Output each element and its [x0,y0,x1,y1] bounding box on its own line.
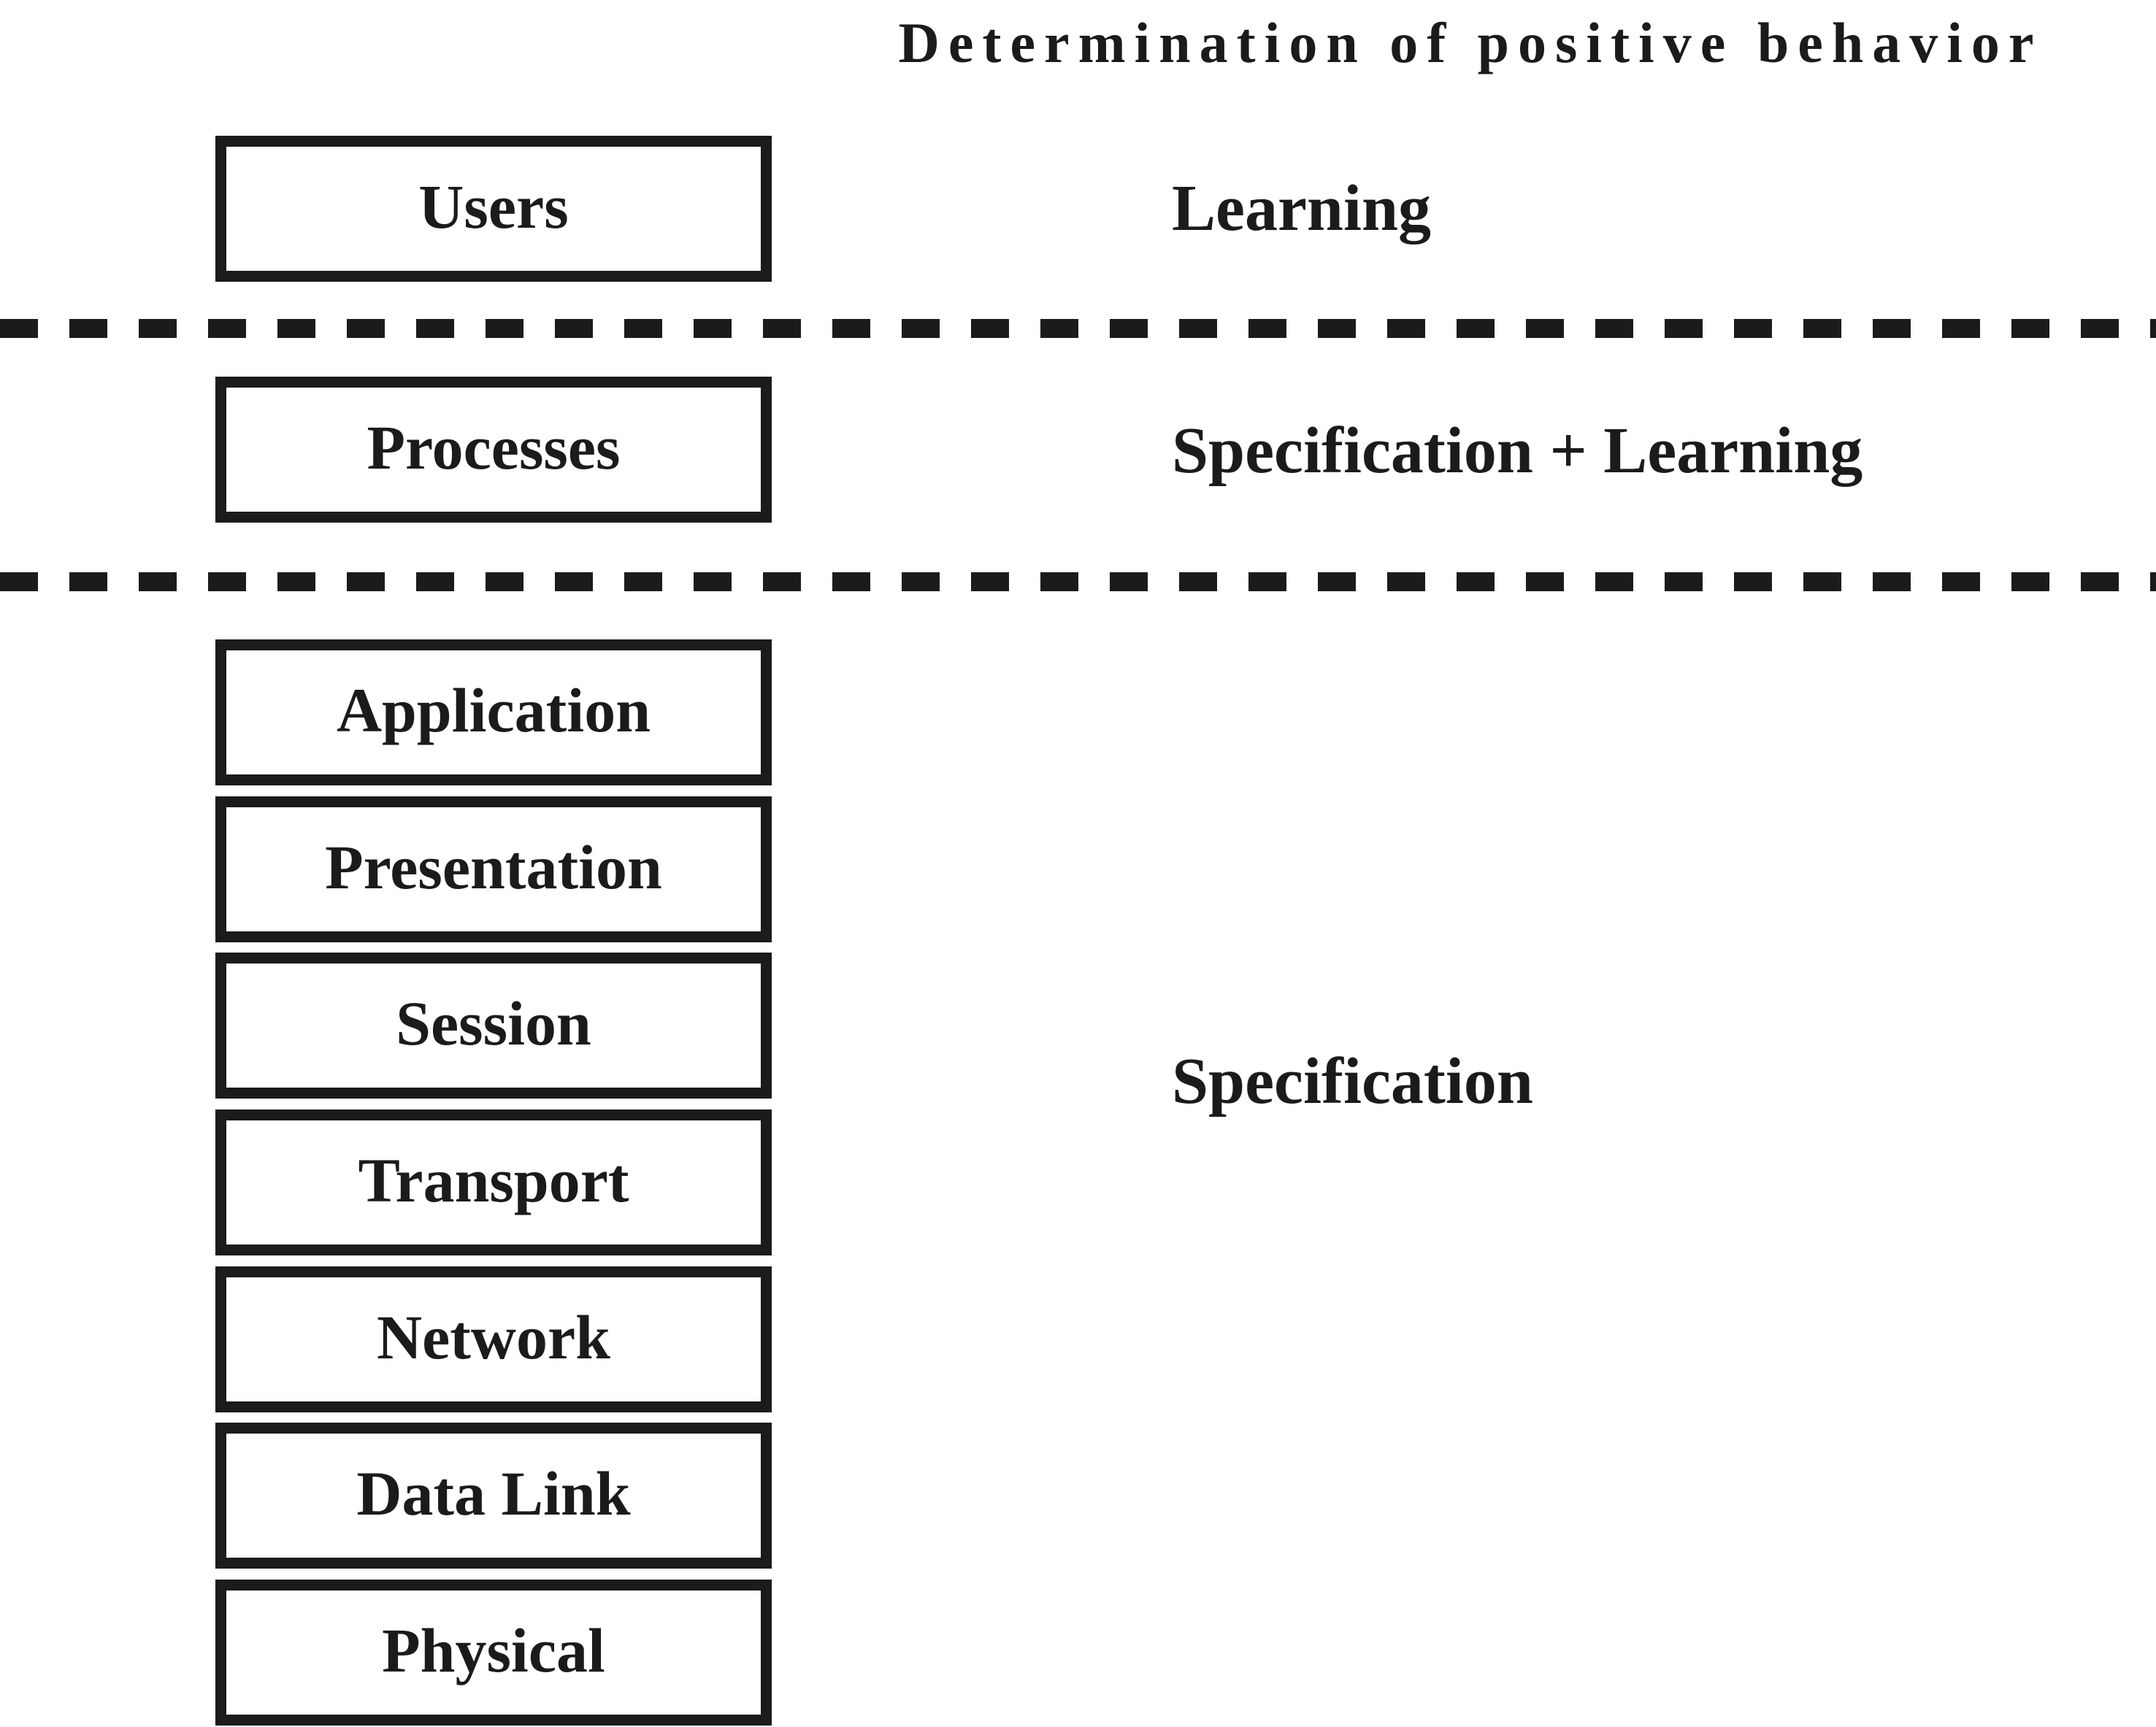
box-network-label: Network [376,1302,611,1372]
box-presentation-label: Presentation [325,832,662,902]
box-users: Users [215,136,772,282]
box-users-label: Users [418,172,569,242]
box-application: Application [215,639,772,785]
box-session-label: Session [396,988,591,1058]
dashed-divider-upper [0,319,2156,338]
annotation-specification: Specification [1172,1045,1533,1118]
box-transport: Transport [215,1109,772,1255]
box-presentation: Presentation [215,796,772,942]
annotation-learning: Learning [1172,172,1432,245]
box-transport-label: Transport [358,1145,629,1215]
box-processes: Processes [215,377,772,523]
dashed-divider-lower [0,572,2156,591]
box-processes-label: Processes [367,412,621,482]
box-session: Session [215,953,772,1099]
box-physical: Physical [215,1580,772,1726]
box-network: Network [215,1266,772,1412]
box-data-link-label: Data Link [356,1458,631,1528]
box-application-label: Application [336,675,651,745]
box-physical-label: Physical [382,1615,605,1685]
diagram-title: Determination of positive behavior [898,11,2043,74]
box-data-link: Data Link [215,1423,772,1569]
annotation-specification-learning: Specification + Learning [1172,415,1863,487]
